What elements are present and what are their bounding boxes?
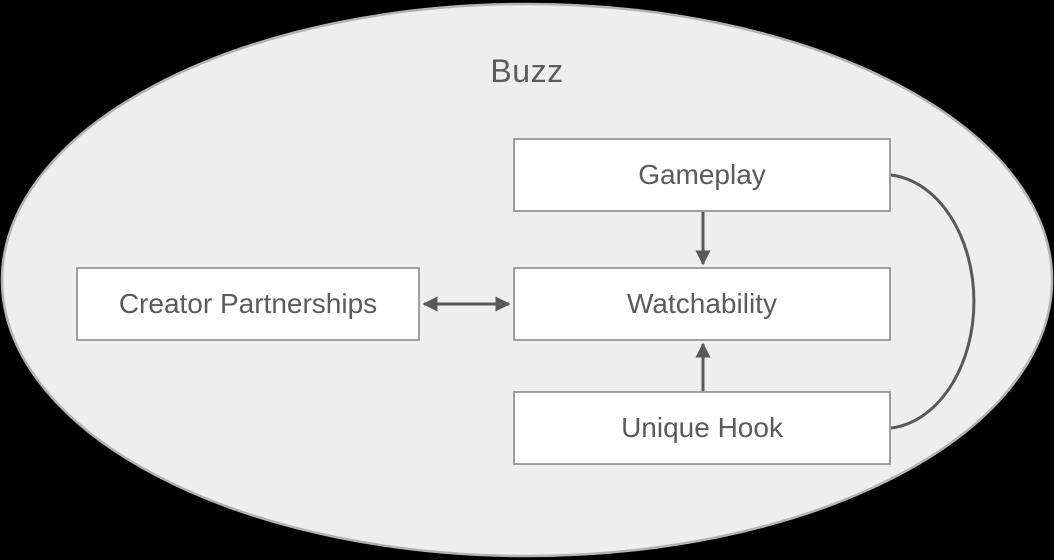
diagram-title: Buzz	[490, 53, 564, 89]
node-gameplay[interactable]: Gameplay	[513, 138, 891, 212]
node-unique-hook-label: Unique Hook	[621, 412, 783, 443]
node-watchability[interactable]: Watchability	[513, 267, 891, 341]
node-unique-hook[interactable]: Unique Hook	[513, 391, 891, 465]
edge-gameplay-uniquehook-curve[interactable]	[890, 173, 976, 430]
node-creator-partnerships-label: Creator Partnerships	[118, 288, 378, 319]
node-watchability-label: Watchability	[627, 288, 777, 319]
node-creator-partnerships[interactable]: Creator Partnerships	[76, 267, 420, 341]
node-gameplay-label: Gameplay	[638, 159, 766, 190]
